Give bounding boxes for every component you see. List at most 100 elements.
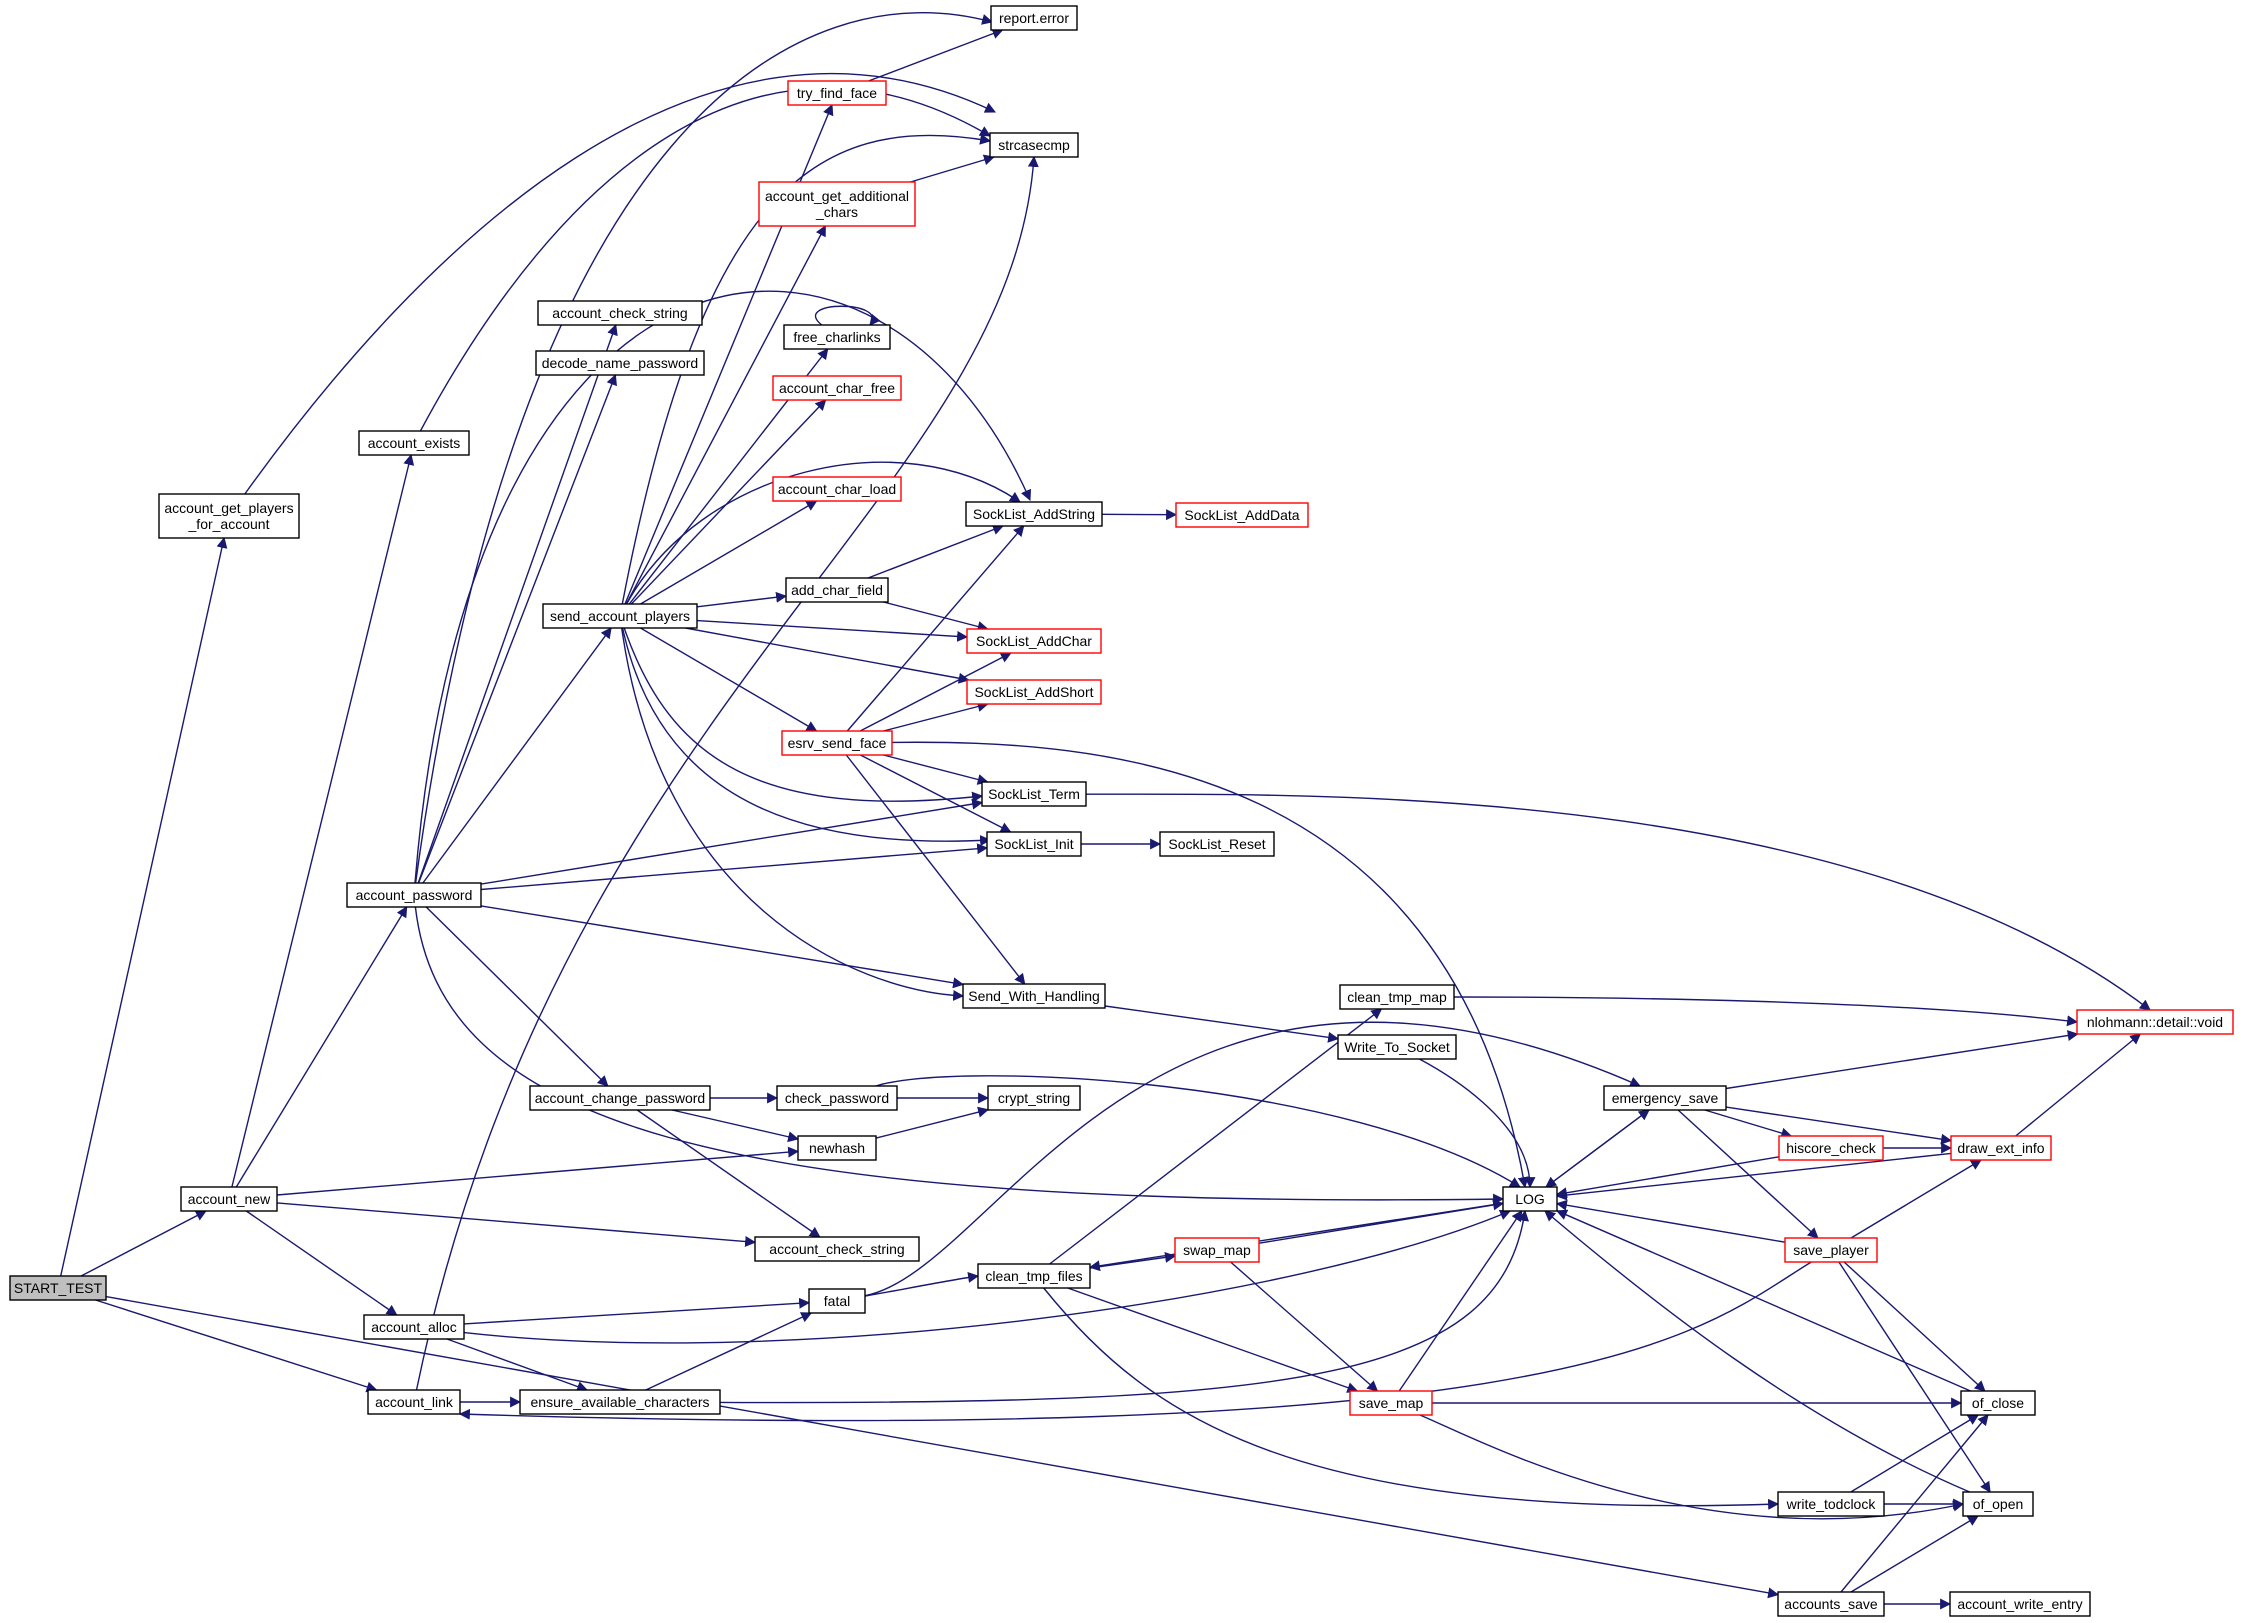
node-box[interactable]: [787, 80, 887, 106]
node-socklist-addstring[interactable]: SockList_AddString: [965, 501, 1103, 527]
node-account-check-string-1[interactable]: account_check_string: [537, 300, 703, 326]
node-decode-name-password[interactable]: decode_name_password: [535, 350, 705, 376]
node-socklist-addchar[interactable]: SockList_AddChar: [966, 628, 1102, 654]
node-write-to-socket[interactable]: Write_To_Socket: [1337, 1034, 1457, 1060]
node-box[interactable]: [367, 1389, 461, 1415]
node-socklist-reset[interactable]: SockList_Reset: [1159, 831, 1275, 857]
node-accounts-save[interactable]: accounts_save: [1777, 1591, 1885, 1617]
node-socklist-addshort[interactable]: SockList_AddShort: [966, 679, 1102, 705]
node-box[interactable]: [1962, 1491, 2034, 1517]
node-box[interactable]: [772, 375, 902, 401]
node-box[interactable]: [542, 603, 698, 629]
node-start-test[interactable]: START_TEST: [9, 1275, 107, 1301]
node-account-change-password[interactable]: account_change_password: [529, 1085, 711, 1111]
node-account-check-string-2[interactable]: account_check_string: [754, 1236, 920, 1262]
node-swap-map[interactable]: swap_map: [1174, 1237, 1260, 1263]
node-box[interactable]: [754, 1236, 920, 1262]
node-account-alloc[interactable]: account_alloc: [363, 1314, 465, 1340]
node-send-with-handling[interactable]: Send_With_Handling: [962, 983, 1106, 1009]
node-box[interactable]: [519, 1389, 721, 1415]
node-of-close[interactable]: of_close: [1960, 1390, 2036, 1416]
node-try-find-face[interactable]: try_find_face: [787, 80, 887, 106]
node-save-player[interactable]: save_player: [1784, 1237, 1878, 1263]
node-box[interactable]: [1784, 1237, 1878, 1263]
node-save-map[interactable]: save_map: [1349, 1390, 1433, 1416]
node-box[interactable]: [962, 983, 1106, 1009]
node-socklist-adddata[interactable]: SockList_AddData: [1175, 502, 1309, 528]
node-clean-tmp-map[interactable]: clean_tmp_map: [1339, 984, 1455, 1010]
node-box[interactable]: [158, 493, 300, 539]
node-account-char-free[interactable]: account_char_free: [772, 375, 902, 401]
node-box[interactable]: [1778, 1135, 1884, 1161]
node-box[interactable]: [535, 350, 705, 376]
node-hiscore-check[interactable]: hiscore_check: [1778, 1135, 1884, 1161]
node-box[interactable]: [358, 430, 470, 456]
node-draw-ext-info[interactable]: draw_ext_info: [1950, 1135, 2052, 1161]
node-box[interactable]: [2076, 1009, 2234, 1035]
node-box[interactable]: [1337, 1034, 1457, 1060]
node-account-password[interactable]: account_password: [346, 882, 482, 908]
node-box[interactable]: [772, 476, 902, 502]
node-crypt-string[interactable]: crypt_string: [987, 1085, 1081, 1111]
node-socklist-term[interactable]: SockList_Term: [981, 781, 1087, 807]
node-box[interactable]: [966, 679, 1102, 705]
node-box[interactable]: [346, 882, 482, 908]
node-box[interactable]: [1339, 984, 1455, 1010]
node-emergency-save[interactable]: emergency_save: [1603, 1085, 1727, 1111]
node-box[interactable]: [1950, 1135, 2052, 1161]
node-ensure-available-characters[interactable]: ensure_available_characters: [519, 1389, 721, 1415]
node-box[interactable]: [981, 781, 1087, 807]
node-esrv-send-face[interactable]: esrv_send_face: [781, 730, 893, 756]
node-box[interactable]: [1175, 502, 1309, 528]
node-box[interactable]: [1174, 1237, 1260, 1263]
node-box[interactable]: [758, 181, 916, 227]
node-box[interactable]: [989, 132, 1079, 158]
node-report-error[interactable]: report.error: [990, 5, 1078, 31]
node-box[interactable]: [1949, 1591, 2091, 1617]
node-box[interactable]: [785, 577, 889, 603]
node-account-char-load[interactable]: account_char_load: [772, 476, 902, 502]
node-account-get-players-for-account[interactable]: account_get_players_for_account: [158, 493, 300, 539]
node-box[interactable]: [986, 831, 1082, 857]
node-of-open[interactable]: of_open: [1962, 1491, 2034, 1517]
node-box[interactable]: [808, 1288, 866, 1314]
node-box[interactable]: [781, 730, 893, 756]
node-box[interactable]: [977, 1263, 1091, 1289]
node-newhash[interactable]: newhash: [797, 1135, 877, 1161]
node-send-account-players[interactable]: send_account_players: [542, 603, 698, 629]
node-fatal[interactable]: fatal: [808, 1288, 866, 1314]
node-account-new[interactable]: account_new: [180, 1186, 278, 1212]
node-log[interactable]: LOG: [1502, 1186, 1558, 1212]
node-box[interactable]: [363, 1314, 465, 1340]
node-box[interactable]: [776, 1085, 898, 1111]
node-account-write-entry[interactable]: account_write_entry: [1949, 1591, 2091, 1617]
node-box[interactable]: [797, 1135, 877, 1161]
node-box[interactable]: [965, 501, 1103, 527]
node-box[interactable]: [987, 1085, 1081, 1111]
node-box[interactable]: [180, 1186, 278, 1212]
node-write-todclock[interactable]: write_todclock: [1777, 1491, 1885, 1517]
node-box[interactable]: [1159, 831, 1275, 857]
node-free-charlinks[interactable]: free_charlinks: [783, 324, 891, 350]
node-box[interactable]: [1502, 1186, 1558, 1212]
node-box[interactable]: [990, 5, 1078, 31]
node-box[interactable]: [1960, 1390, 2036, 1416]
node-nlohmann-detail-void[interactable]: nlohmann::detail::void: [2076, 1009, 2234, 1035]
node-account-exists[interactable]: account_exists: [358, 430, 470, 456]
node-account-link[interactable]: account_link: [367, 1389, 461, 1415]
node-add-char-field[interactable]: add_char_field: [785, 577, 889, 603]
node-box[interactable]: [1777, 1491, 1885, 1517]
node-box[interactable]: [529, 1085, 711, 1111]
node-box[interactable]: [1349, 1390, 1433, 1416]
node-box[interactable]: [1777, 1591, 1885, 1617]
node-box[interactable]: [9, 1275, 107, 1301]
node-strcasecmp[interactable]: strcasecmp: [989, 132, 1079, 158]
node-box[interactable]: [537, 300, 703, 326]
node-clean-tmp-files[interactable]: clean_tmp_files: [977, 1263, 1091, 1289]
node-box[interactable]: [966, 628, 1102, 654]
node-socklist-init[interactable]: SockList_Init: [986, 831, 1082, 857]
node-check-password[interactable]: check_password: [776, 1085, 898, 1111]
node-box[interactable]: [783, 324, 891, 350]
node-box[interactable]: [1603, 1085, 1727, 1111]
node-account-get-additional-chars[interactable]: account_get_additional_chars: [758, 181, 916, 227]
